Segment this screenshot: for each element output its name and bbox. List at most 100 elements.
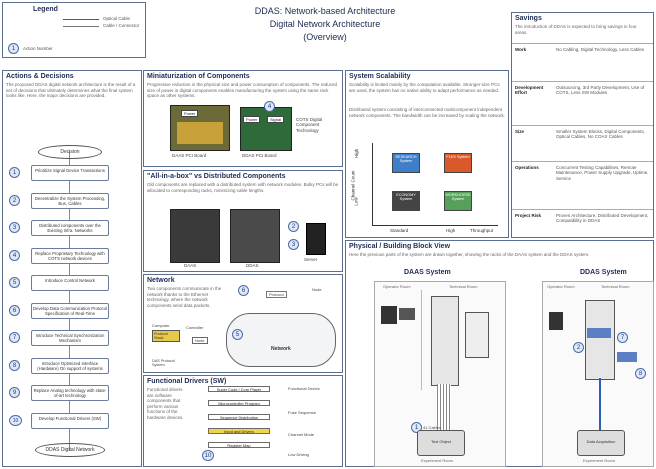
network-action-5: 5 [232,329,243,340]
ddas-board-image: Power Signal [240,107,292,151]
quadrant-economy: ECONOMY System [392,191,420,211]
actions-intro: The proposed DDAS digital network archit… [6,82,136,98]
daas-action-1: 1 [411,422,422,433]
ddas-system-title: DDAS System [580,269,627,276]
scalability-x-standard: Standard [390,228,409,233]
savings-intro: The introduction of DDAS is expected to … [515,24,637,35]
legend-action-number: Action Number [23,46,53,51]
legend-item-optical: Optical Cable [103,16,131,21]
action-number-1: 1 [9,167,20,178]
savings-value: Concurrent Testing Capabilities, Remote … [556,165,649,181]
driver-layer: Sequence Distribution [208,414,270,420]
action-number-2: 2 [9,194,20,206]
action-number-3: 3 [9,222,20,233]
network-cloud-label: Network [271,346,291,352]
header: DDAS: Network-based Architecture Digital… [200,6,450,56]
ddas-room-technical: Technical Room [601,284,630,289]
daas-board-image: Power [170,105,230,151]
ddas-diagram: Operator Room Technical Room Experiment … [542,281,654,467]
ddas-test-object: Data Acquisition [577,430,625,456]
scalability-text-2: Distributed system consisting of interco… [349,107,505,118]
savings-value: Smaller System Blocks, Digital Component… [556,129,646,140]
action-step: Introduce Optimized Interface (Hardware)… [31,357,109,374]
drivers-text: Functional drivers are software componen… [147,387,184,420]
daas-room-experiment: Experiment Room [421,458,454,463]
network-item-protocol-stack: Protocol Stack [152,330,180,342]
miniaturization-title: Miniaturization of Components [147,73,250,80]
driver-right-label-3: Channel Mode [288,432,315,437]
action-number-6: 6 [9,304,20,316]
all-in-a-box-title: "All-in-a-box" vs Distributed Components [147,173,286,180]
savings-value: Proven Architecture, Distributed Develop… [556,213,649,224]
legend: Legend Optical Cable Cable / Connector 1… [2,2,146,58]
ddas-action-2: 2 [573,342,584,353]
daas-rack-label: DAAS [184,263,197,268]
miniaturization-text: Progressive reduction in the physical si… [147,82,338,98]
drivers-title: Functional Drivers (SW) [147,378,227,385]
driver-right-label-1: Functional Device [288,386,320,391]
savings-panel: Savings The introduction of DDAS is expe… [511,12,654,238]
driver-layer: Super Code / Core Player [208,386,270,392]
daas-cables-label: 41 Cables [423,425,442,430]
scalability-y-low: Low [353,197,359,206]
savings-value: Outsourcing, 3rd Party Development, Use … [556,85,645,96]
flow-end-oval: DDAS Digital Network [35,443,105,457]
ddas-board-label: DDAS PCI Board [242,153,277,158]
scalability-x-throughput: Throughput [470,228,494,233]
page-subtitle: Digital Network Architecture [269,19,381,29]
legend-item-cable: Cable / Connector [103,23,140,28]
daas-room-technical: Technical Room [449,284,478,289]
scalability-panel: System Scalability Scalability is limite… [345,70,509,238]
quadrant-workhorse: WORKHORSE System [444,191,472,211]
action-step: Distributed components over the Existing… [31,220,109,236]
network-title: Network [147,277,175,284]
action-number-5: 5 [9,277,20,288]
ddas-room-experiment: Experiment Room [583,458,616,463]
server-label: Server [304,257,318,262]
ddas-action-7: 7 [617,332,628,343]
scalability-text: Scalability is limited mainly by the com… [349,82,500,93]
board-tag-signal: Signal [267,116,285,123]
network-text: Two components communicate in the networ… [147,286,222,308]
action-step: Introduce Control Network [31,275,109,291]
action-number-8: 8 [9,359,20,371]
quadrant-flex: FLEX System [444,153,472,173]
network-top-node: Node [312,287,322,292]
legend-line-optical [63,19,99,20]
ddas-module-blue [587,328,611,338]
scalability-x-axis-line [372,225,498,226]
page-subtitle-2: (Overview) [303,32,347,42]
scalability-y-label: Channel Count [350,170,356,201]
ddas-optical-link [599,378,601,432]
physical-text: Here the previous parts of the system ar… [349,252,590,257]
savings-row: Size Smaller System Blocks, Digital Compo… [512,125,653,160]
scalability-x-high: High [446,228,456,233]
ddas-rack [585,300,615,380]
daas-system-title: DAAS System [404,269,451,276]
daas-rack-image [170,209,220,263]
actions-title: Actions & Decisions [6,73,74,80]
action-step: Decentralize the System Processing, Bus,… [31,192,109,209]
flow-start-oval: Decision [38,145,102,159]
physical-panel: Physical / Building Block View Here the … [345,240,654,467]
daas-rack-2 [465,312,489,358]
network-top-protocol: Protocol [266,291,287,298]
driver-layer: Microcontroller Program [208,400,270,406]
savings-key: Size [515,129,525,134]
board-tag-power: Power [181,110,199,117]
physical-title: Physical / Building Block View [349,243,451,250]
miniaturization-panel: Miniaturization of Components Progressiv… [143,70,343,167]
quadrant-research: RESEARCH System [392,153,420,173]
ddas-module-blue-2 [617,352,637,362]
action-number-7: 7 [9,332,20,343]
aio-action-2: 2 [288,221,299,232]
board-tag-power-2: Power [243,116,261,123]
daas-diagram: Operator Room Technical Room Experiment … [374,281,506,467]
daas-room-operator: Operator Room [383,284,411,289]
